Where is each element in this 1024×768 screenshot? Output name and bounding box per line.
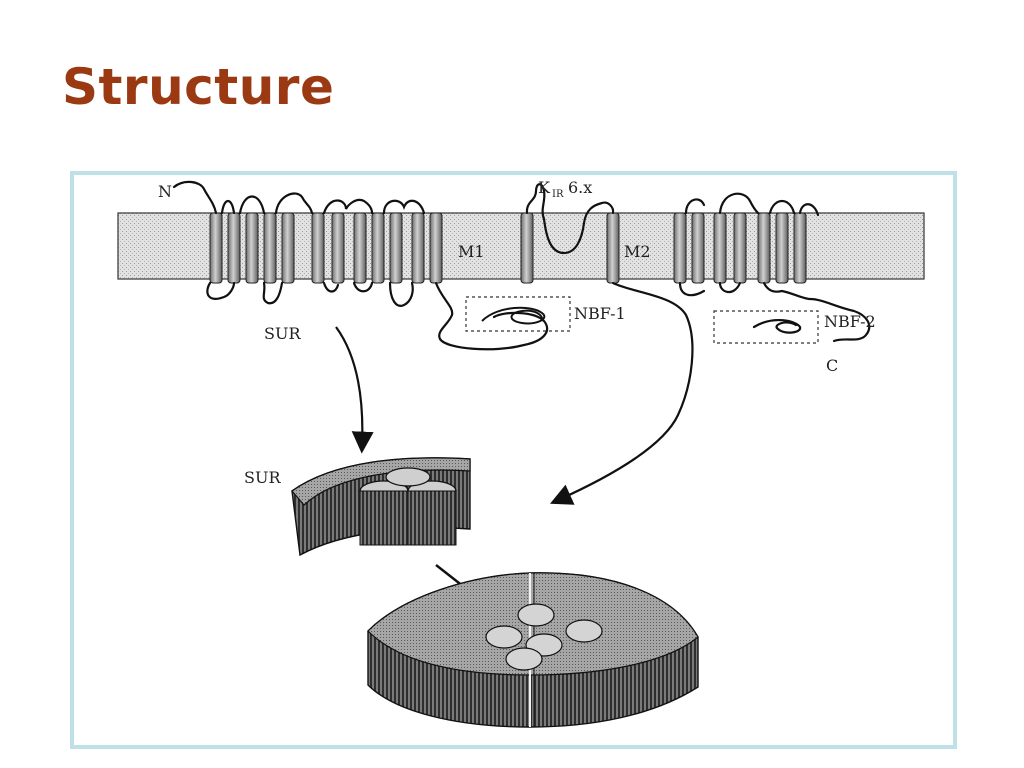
nbf1-label: NBF-1 bbox=[574, 304, 626, 323]
sur-label-top: SUR bbox=[264, 324, 301, 343]
kir-suffix-label: 6.x bbox=[568, 178, 592, 197]
nbf1-squiggle bbox=[481, 306, 546, 325]
nbf2-box bbox=[713, 310, 819, 344]
n-terminus-label: N bbox=[158, 182, 172, 201]
kir-label: K bbox=[538, 178, 551, 197]
sur-arrow bbox=[335, 326, 374, 454]
slide-title: Structure bbox=[62, 58, 335, 116]
m1-label: M1 bbox=[458, 242, 485, 261]
sur-block bbox=[291, 457, 471, 557]
kir-subscript-label: IR bbox=[552, 189, 564, 200]
sur-helices bbox=[209, 212, 443, 284]
katp-complex bbox=[367, 572, 699, 728]
nbf2-label: NBF-2 bbox=[824, 312, 876, 331]
sur-label-mid: SUR bbox=[244, 468, 281, 487]
katp-structure-diagram: N K IR 6.x M1 M2 NBF-1 NBF-2 C SUR SUR bbox=[117, 178, 925, 728]
figure-frame: N K IR 6.x M1 M2 NBF-1 NBF-2 C SUR SUR bbox=[70, 171, 957, 749]
sur-helices-right bbox=[673, 212, 807, 284]
c-terminus-label: C bbox=[826, 356, 838, 375]
m2-label: M2 bbox=[624, 242, 651, 261]
nbf1-box bbox=[465, 296, 571, 332]
